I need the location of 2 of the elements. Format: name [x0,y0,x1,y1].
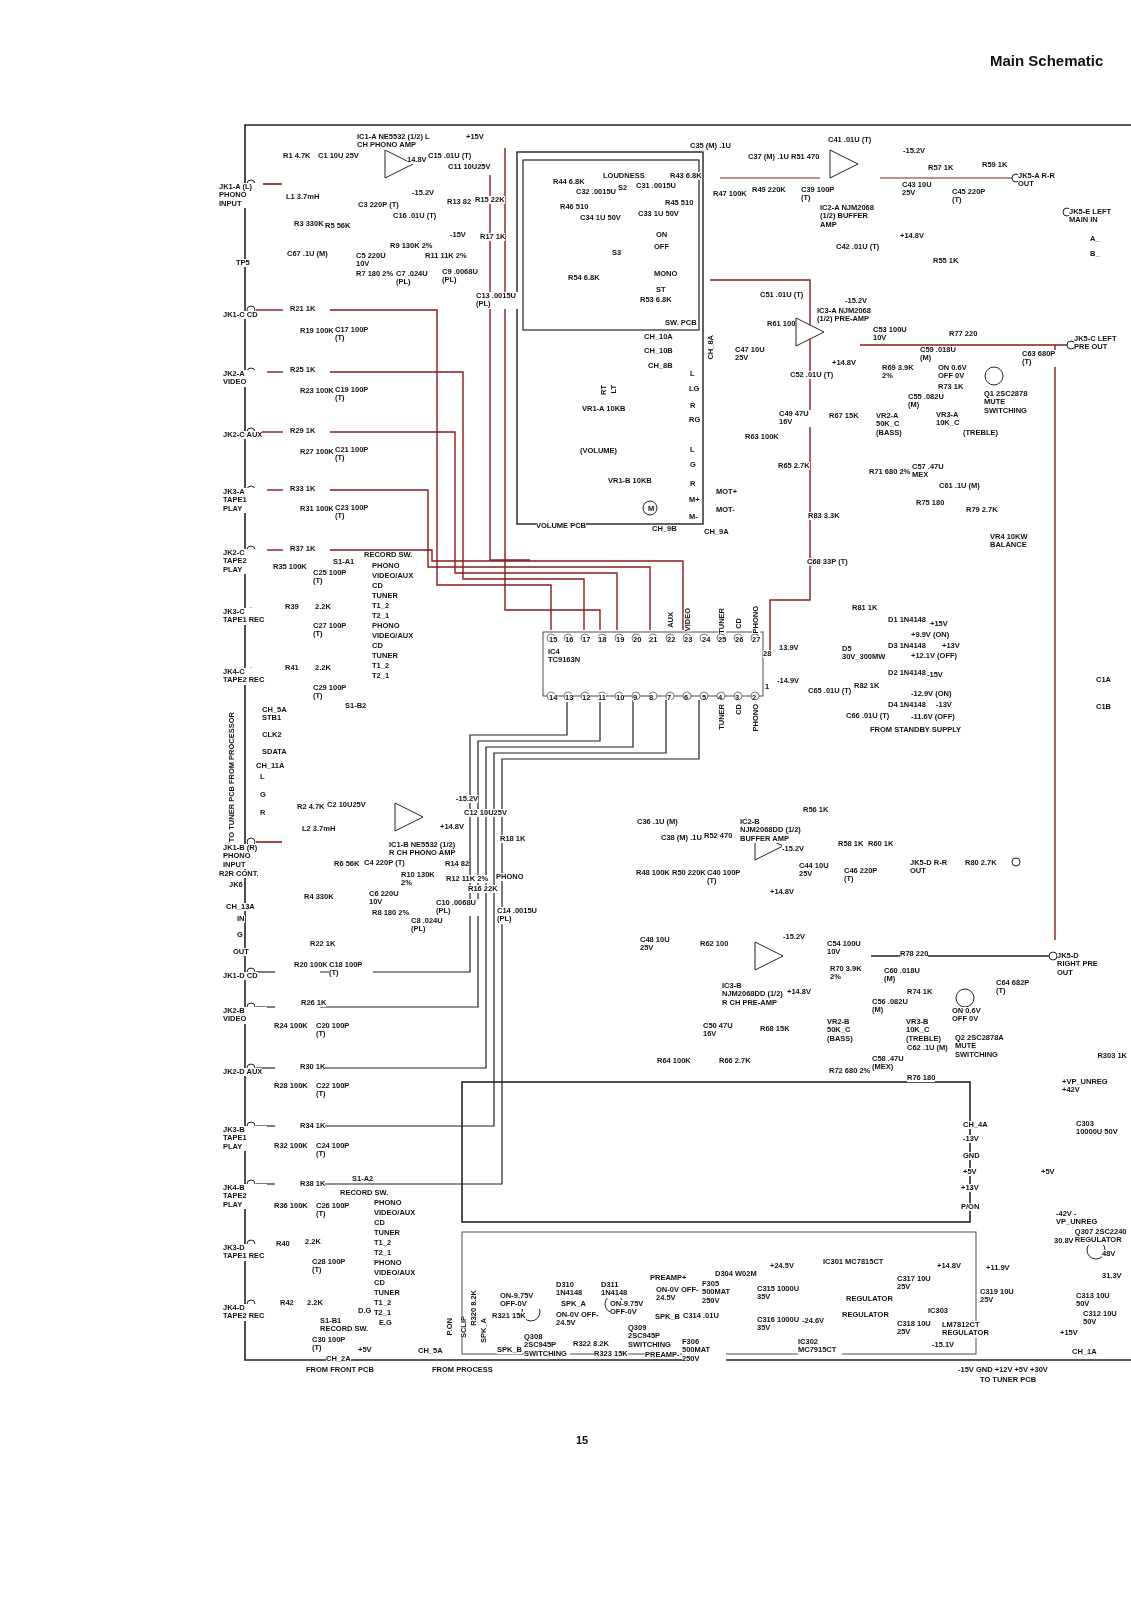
page-title: Main Schematic [990,52,1104,69]
page-number: 15 [576,1434,589,1447]
